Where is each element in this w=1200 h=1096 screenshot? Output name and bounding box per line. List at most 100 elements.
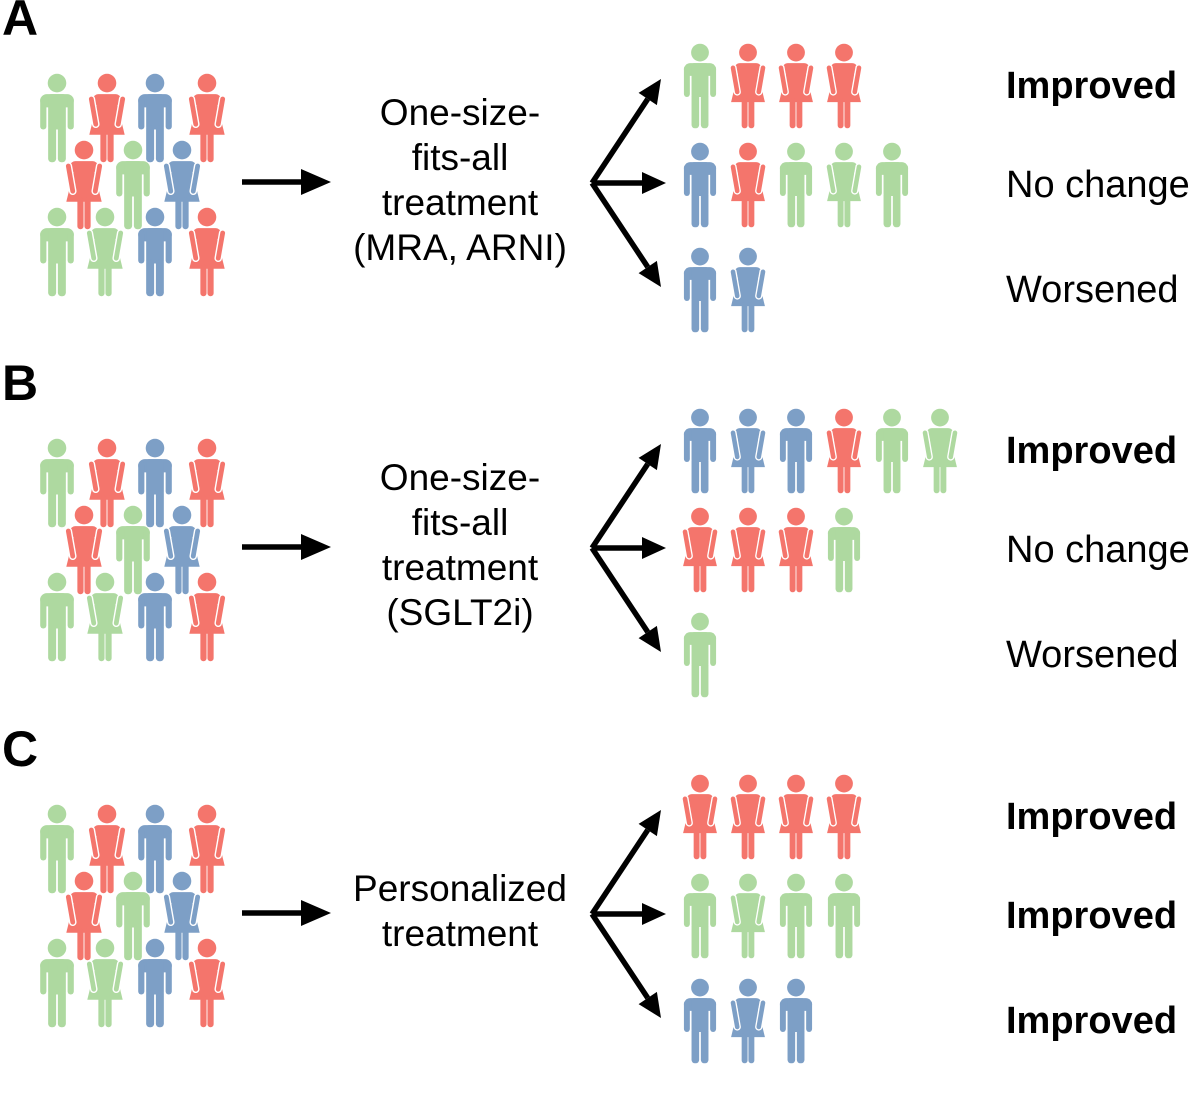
person-icon-red-female	[187, 73, 227, 163]
person-icon-green-female	[825, 142, 863, 228]
person-icon-blue-male	[683, 978, 717, 1064]
person-icon-red-female	[729, 43, 767, 129]
treatment-line: Personalized	[353, 868, 567, 909]
person-icon-green-male	[40, 438, 74, 528]
outcome-label: Improved	[1006, 64, 1178, 107]
person-icon-green-male	[116, 871, 150, 961]
person-icon-blue-female	[162, 871, 202, 961]
person-icon-blue-male	[683, 247, 717, 333]
treatment-line: (MRA, ARNI)	[353, 227, 567, 268]
person-icon-green-male	[827, 873, 861, 959]
person-icon-red-female	[825, 408, 863, 494]
person-icon-green-male	[875, 142, 909, 228]
person-icon-red-female	[187, 938, 227, 1028]
person-icon-red-female	[825, 774, 863, 860]
person-icon-red-female	[681, 774, 719, 860]
treatment-arrow	[242, 169, 331, 195]
outcome-label: Improved	[1006, 795, 1178, 838]
person-icon-red-female	[777, 774, 815, 860]
person-icon-green-male	[40, 73, 74, 163]
panel-A: A	[0, 0, 1200, 365]
person-icon-blue-male	[779, 408, 813, 494]
person-icon-green-female	[729, 873, 767, 959]
branch-arrow-down	[589, 181, 661, 287]
outcome-label: Worsened	[1006, 268, 1179, 311]
figure-canvas: A	[0, 0, 1200, 1064]
population-group	[34, 803, 256, 1035]
person-icon-blue-male	[138, 438, 172, 528]
person-icon-green-male	[875, 408, 909, 494]
person-icon-red-female	[64, 871, 104, 961]
person-icon-blue-male	[779, 978, 813, 1064]
branch-arrow-middle	[592, 172, 666, 194]
person-icon-red-female	[777, 507, 815, 593]
outcome-people-row	[678, 612, 722, 698]
person-icon-blue-female	[162, 140, 202, 230]
person-icon-green-female	[921, 408, 959, 494]
person-icon-green-male	[40, 572, 74, 662]
outcome-people-row	[678, 142, 914, 228]
panel-letter: C	[2, 721, 38, 777]
treatment-line: treatment	[381, 547, 539, 588]
person-icon-red-female	[729, 142, 767, 228]
outcome-people-row	[678, 774, 866, 860]
outcome-people-row	[678, 507, 866, 593]
person-icon-red-female	[187, 207, 227, 297]
treatment-line: One-size-	[379, 457, 541, 498]
person-icon-green-female	[85, 572, 125, 662]
treatment-line: (SGLT2i)	[386, 592, 534, 633]
person-icon-red-female	[64, 505, 104, 595]
person-icon-red-female	[87, 804, 127, 894]
person-icon-blue-female	[729, 247, 767, 333]
branch-arrows	[589, 79, 666, 287]
population-group	[34, 437, 256, 669]
outcome-people-row	[678, 247, 770, 333]
person-icon-green-male	[683, 43, 717, 129]
branch-arrows	[589, 444, 666, 652]
treatment-line: One-size-	[379, 92, 541, 133]
person-icon-red-female	[87, 73, 127, 163]
branch-arrow-up	[589, 79, 661, 185]
panel-B: B	[0, 358, 1200, 730]
person-icon-green-female	[85, 207, 125, 297]
treatment-line: fits-all	[411, 137, 509, 178]
panel-letter: B	[2, 355, 38, 411]
person-icon-blue-male	[683, 142, 717, 228]
person-icon-red-female	[729, 774, 767, 860]
person-icon-green-male	[40, 207, 74, 297]
panel-C: C	[0, 724, 1200, 1096]
treatment-line: fits-all	[411, 502, 509, 543]
person-icon-red-female	[729, 507, 767, 593]
person-icon-blue-female	[729, 978, 767, 1064]
person-icon-blue-female	[729, 408, 767, 494]
person-icon-green-male	[683, 873, 717, 959]
person-icon-blue-male	[138, 572, 172, 662]
branch-arrow-up	[589, 810, 661, 916]
person-icon-green-male	[40, 804, 74, 894]
treatment-line: treatment	[381, 913, 539, 954]
person-icon-green-male	[40, 938, 74, 1028]
treatment-arrow	[242, 534, 331, 560]
branch-arrow-middle	[592, 537, 666, 559]
outcome-label: Improved	[1006, 429, 1178, 472]
person-icon-blue-male	[683, 408, 717, 494]
person-icon-green-male	[116, 505, 150, 595]
branch-arrow-down	[589, 912, 661, 1018]
person-icon-red-female	[681, 507, 719, 593]
person-icon-red-female	[64, 140, 104, 230]
outcome-label: No change	[1006, 163, 1190, 206]
outcome-people-row	[678, 873, 866, 959]
outcome-label: Improved	[1006, 894, 1178, 937]
person-icon-red-female	[825, 43, 863, 129]
person-icon-red-female	[87, 438, 127, 528]
person-icon-green-male	[683, 612, 717, 698]
person-icon-red-female	[187, 438, 227, 528]
panel-letter: A	[2, 0, 38, 46]
person-icon-green-male	[116, 140, 150, 230]
person-icon-red-female	[187, 572, 227, 662]
outcome-people-row	[678, 978, 818, 1064]
person-icon-green-male	[779, 142, 813, 228]
